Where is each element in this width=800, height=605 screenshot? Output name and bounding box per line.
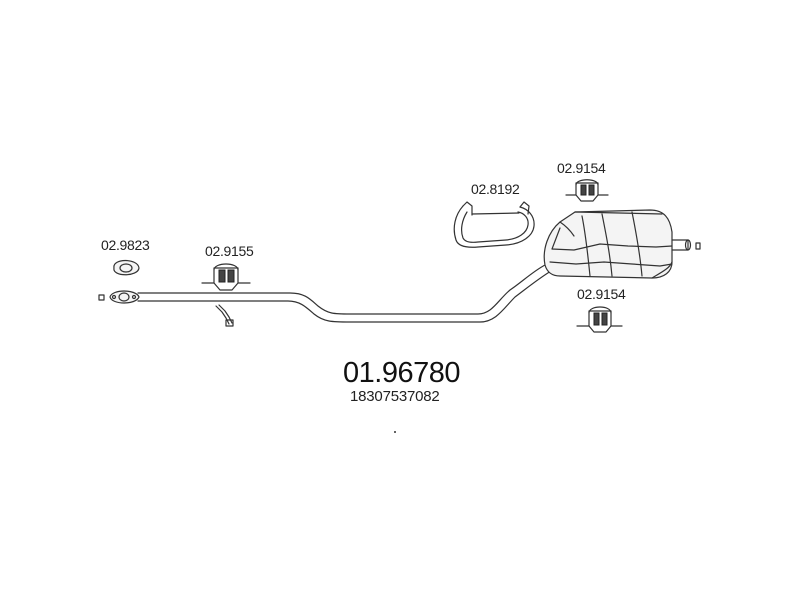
oem-number: 18307537082	[350, 388, 440, 405]
exhaust-pipe	[137, 264, 552, 323]
upper-hanger-drawing	[565, 179, 609, 202]
stray-dot	[394, 431, 396, 433]
upper-hanger-code-label: 02.9154	[557, 160, 606, 176]
front-hanger-code-label: 02.9155	[205, 243, 254, 259]
front-flange	[109, 290, 140, 304]
inlet-marker	[98, 294, 105, 301]
gasket-code-label: 02.9823	[101, 237, 150, 253]
clamp-drawing	[453, 201, 535, 248]
lower-hanger-drawing	[576, 306, 623, 333]
front-hanger-drawing	[201, 263, 251, 291]
rear-silencer	[543, 209, 692, 279]
main-part-number: 01.96780	[343, 357, 460, 389]
outlet-marker	[695, 242, 701, 250]
gasket-drawing	[113, 259, 140, 276]
clamp-code-label: 02.8192	[471, 181, 520, 197]
pipe-sensor	[215, 304, 234, 327]
lower-hanger-code-label: 02.9154	[577, 286, 626, 302]
